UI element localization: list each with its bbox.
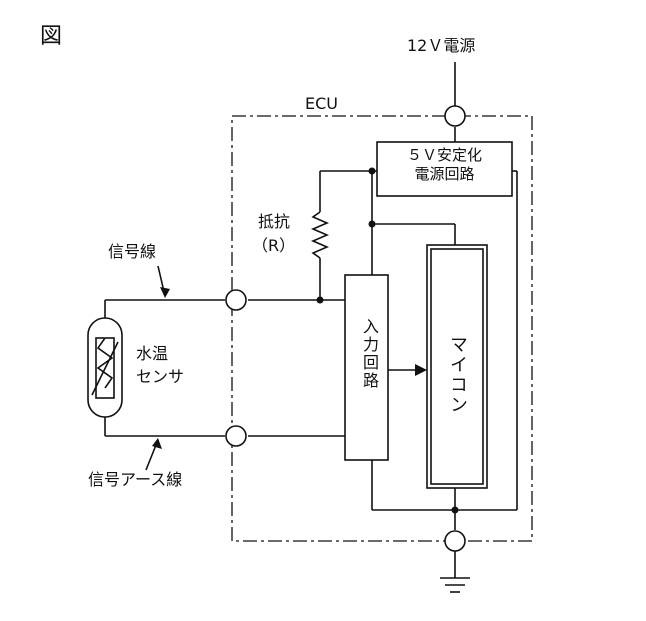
microcomputer-label: マイコン bbox=[447, 335, 468, 415]
power-supply-label: 12Ｖ電源 bbox=[407, 36, 476, 55]
ecu-label: ECU bbox=[305, 94, 338, 113]
junction-dot bbox=[451, 506, 459, 514]
figure-label: 図 bbox=[40, 24, 63, 49]
microcomputer-box bbox=[426, 244, 488, 489]
resistor-symbol bbox=[310, 211, 330, 259]
regulator-label-line1: ５Ｖ安定化 bbox=[406, 146, 482, 164]
water-temp-sensor bbox=[87, 317, 123, 418]
signal-arrow-head bbox=[415, 364, 427, 376]
resistor-label-line2: （R） bbox=[252, 236, 296, 255]
junction-dot bbox=[368, 167, 376, 175]
signal-line-label: 信号線 bbox=[108, 242, 157, 261]
regulator-box bbox=[376, 141, 513, 197]
connector-signal bbox=[225, 289, 247, 311]
sensor-label-line1: 水温 bbox=[136, 344, 169, 363]
connector-ground bbox=[225, 425, 247, 447]
signal-ground-line-label: 信号アース線 bbox=[88, 470, 183, 489]
input-circuit-box bbox=[344, 274, 389, 461]
resistor-label-line1: 抵抗 bbox=[258, 212, 291, 231]
ecu-boundary bbox=[231, 115, 533, 542]
regulator-label: ５Ｖ安定化 電源回路 bbox=[377, 146, 512, 184]
junction-dot bbox=[368, 220, 376, 228]
regulator-label-line2: 電源回路 bbox=[414, 164, 475, 183]
connector-12v bbox=[444, 105, 466, 127]
junction-dot bbox=[316, 296, 324, 304]
input-circuit-label: 入力回路 bbox=[360, 318, 379, 390]
sensor-label-line2: センサ bbox=[136, 367, 185, 386]
connector-chassis-ground bbox=[444, 530, 466, 552]
